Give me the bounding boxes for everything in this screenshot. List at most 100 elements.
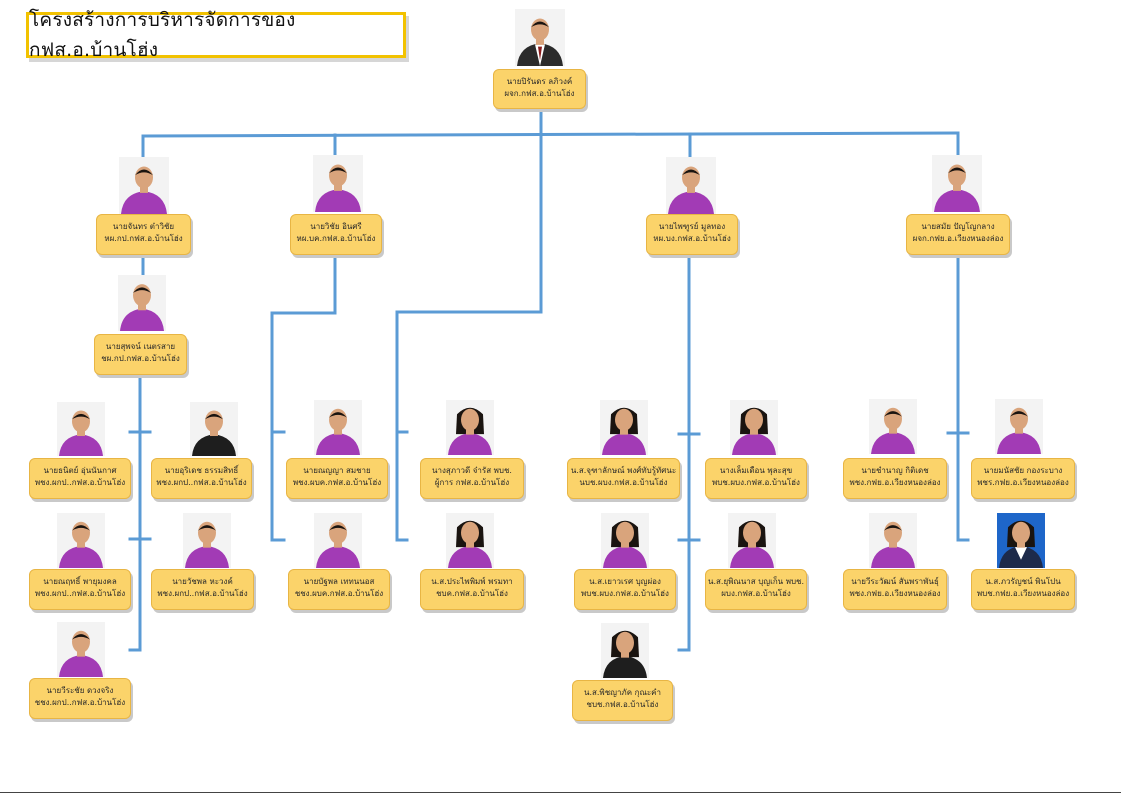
person-position: พชง.กฟย.อ.เวียงหนองล่อง [849,478,941,487]
person-name: นายสมัย ปัญโญกลาง [921,222,995,231]
person-name: น.ส.ภวรัญชน์ พินโปน [985,577,1061,586]
person-photo [869,399,917,454]
person-position: ผจก.กฟส.อ.บ้านโฮ่ง [504,89,575,98]
person-label-box: นายวัชพล หะวงค์พชง.ผกป..กฟส.อ.บ้านโฮ่ง [151,569,254,610]
person-position: ผจก.กฟย.อ.เวียงหนองล่อง [912,234,1004,243]
person-photo [190,402,238,456]
person-photo [118,275,166,331]
person-position: พชง.ผกป..กฟส.อ.บ้านโฮ่ง [157,589,248,598]
connector-bus [141,131,960,138]
person-position: หผ.บค.กฟส.อ.บ้านโฮ่ง [296,234,376,243]
person-name: นางสุภาวดี จ๋ารัส พบช. [432,466,512,475]
person-label-box: น.ส.ยุพิณนาส บุญเก็น พบช. ผบง.กฟส.อ.บ้านโ… [705,569,807,610]
person-label-box: นายวีระชัย ดวงจริงชชง.ผกป..กฟส.อ.บ้านโฮ่… [29,678,131,719]
person-name: นายบัฐพล เททนนอส [303,577,375,586]
person-name: นายชำนาญ กิติเดช [861,466,929,475]
person-photo [600,400,648,455]
person-label-box: นางสุภาวดี จ๋ารัส พบช. ผู้การ กฟส.อ.บ้านโ… [420,458,524,499]
person-name: นายจันทร ต๋าวิชัย [112,222,175,231]
person-name: นายสุพจน์ เนตรสาย [105,342,176,351]
person-photo [446,513,494,568]
person-photo [601,623,649,678]
person-label-box: นายณญญา สมชายพชง.ผบค.กฟส.อ.บ้านโฮ่ง [286,458,388,499]
person-position: พชร.กฟย.อ.เวียงหนองล่อง [977,478,1069,487]
person-position: ผบง.กฟส.อ.บ้านโฮ่ง [721,589,791,598]
chart-title: โครงสร้างการบริหารจัดการของ กฟส.อ.บ้านโฮ… [29,9,296,61]
person-label-box: นายธนิตย์ อุ่นนันกาศพชง.ผกป..กฟส.อ.บ้านโ… [29,458,131,499]
person-name: น.ส.ยุพิณนาส บุญเก็น พบช. [708,577,805,586]
person-position: หผ.กป.กฟส.อ.บ้านโฮ่ง [104,234,183,243]
person-position: ชชง.ผบค.กฟส.อ.บ้านโฮ่ง [294,589,384,598]
person-label-box: นางเล็มเดือน พุละสุขพบช.ผบง.กฟส.อ.บ้านโฮ… [705,458,807,499]
person-position: พบช.กฟย.อ.เวียงหนองล่อง [976,589,1070,598]
person-photo [730,400,778,455]
person-label-box: น.ส.ภวรัญชน์ พินโปนพบช.กฟย.อ.เวียงหนองล่… [971,569,1075,610]
bottom-rule [0,792,1121,793]
person-position: พชง.ผกป..กฟส.อ.บ้านโฮ่ง [34,478,126,487]
person-photo [57,622,105,677]
person-photo [446,400,494,455]
person-photo [995,399,1043,454]
person-label-box: นายชำนาญ กิติเดชพชง.กฟย.อ.เวียงหนองล่อง [843,458,947,499]
person-label-box: นายปิรันดร ลภิวงค์ผจก.กฟส.อ.บ้านโฮ่ง [493,69,586,109]
person-label-box: นายบัฐพล เททนนอสชชง.ผบค.กฟส.อ.บ้านโฮ่ง [288,569,390,610]
person-name: นายไพฑูรย์ มูลทอง [658,222,726,231]
person-position: ชชง.ผกป..กฟส.อ.บ้านโฮ่ง [34,698,126,707]
person-photo [666,157,716,214]
person-position: หผ.บง.กฟส.อ.บ้านโฮ่ง [653,234,731,243]
person-name: นายวัชพล หะวงค์ [172,577,233,586]
person-photo [869,513,917,568]
person-position: ชบช.กฟส.อ.บ้านโฮ่ง [586,700,659,709]
person-photo [314,513,362,568]
person-position: พบช.ผบง.กฟส.อ.บ้านโฮ่ง [712,478,800,487]
person-label-box: น.ส.ประไพพิมพ์ พรมทาชบค.กฟส.อ.บ้านโฮ่ง [420,569,524,610]
connector-p3-group [677,254,691,652]
person-photo [728,513,776,568]
connector-p2-group [270,254,337,542]
person-name: นางเล็มเดือน พุละสุข [719,466,793,475]
person-label-box: นายไพฑูรย์ มูลทองหผ.บง.กฟส.อ.บ้านโฮ่ง [646,214,738,255]
person-label-box: นายมนัสชัย กองระบางพชร.กฟย.อ.เวียงหนองล่… [971,458,1075,499]
person-name: นายอุริเดช ธรรมสิทธิ์ [164,466,239,475]
person-position: ชบค.กฟส.อ.บ้านโฮ่ง [436,589,508,598]
person-photo [314,400,362,455]
person-position: พชง.ผบค.กฟส.อ.บ้านโฮ่ง [292,478,382,487]
person-photo [119,157,169,214]
person-label-box: นายสุพจน์ เนตรสายชผ.กป.กฟส.อ.บ้านโฮ่ง [94,334,187,375]
person-name: นายณญญา สมชาย [303,466,371,475]
person-photo [313,155,363,212]
person-position: พชง.ผกป..กฟส.อ.บ้านโฮ่ง [156,478,247,487]
person-position: พชง.ผกป..กฟส.อ.บ้านโฮ่ง [34,589,126,598]
person-position: พบช.ผบง.กฟส.อ.บ้านโฮ่ง [581,589,669,598]
person-name: นายวีระวัฒน์ สันพราพันธุ์ [851,577,939,586]
person-name: นายวีระชัย ดวงจริง [46,686,114,695]
person-label-box: นายณฤทธิ์ พายุมงคลพชง.ผกป..กฟส.อ.บ้านโฮ่… [29,569,131,610]
person-position: ผู้การ กฟส.อ.บ้านโฮ่ง [434,478,510,487]
person-name: น.ส.ประไพพิมพ์ พรมทา [431,577,513,586]
person-name: น.ส.เยาวเรศ บุญผ่อง [589,577,661,586]
person-photo [601,513,649,568]
person-label-box: น.ส.เยาวเรศ บุญผ่องพบช.ผบง.กฟส.อ.บ้านโฮ่… [574,569,676,610]
person-photo [515,9,565,66]
person-name: นายณฤทธิ์ พายุมงคล [43,577,117,586]
person-photo [997,513,1045,568]
person-label-box: นายวีระวัฒน์ สันพราพันธุ์พชง.กฟย.อ.เวียง… [843,569,947,610]
person-label-box: นายอุริเดช ธรรมสิทธิ์พชง.ผกป..กฟส.อ.บ้าน… [151,458,252,499]
person-name: น.ส.จุฑาลักษณ์ พงศ์ทับรู้ทัศนะ [570,466,677,475]
person-name: นายมนัสชัย กองระบาง [983,466,1063,475]
person-label-box: น.ส.จุฑาลักษณ์ พงศ์ทับรู้ทัศนะนบช.ผบง.กฟ… [567,458,680,499]
person-name: นายธนิตย์ อุ่นนันกาศ [43,466,117,475]
person-photo [183,513,231,568]
connector-root-finance [395,131,543,542]
person-position: ชผ.กป.กฟส.อ.บ้านโฮ่ง [101,354,180,363]
person-name: น.ส.พิชญาภัค กุณะคำ [583,688,662,697]
person-position: พชง.กฟย.อ.เวียงหนองล่อง [849,589,941,598]
person-photo [57,402,105,456]
connector-p4-group [956,254,970,542]
person-label-box: นายสมัย ปัญโญกลางผจก.กฟย.อ.เวียงหนองล่อง [906,214,1010,255]
person-name: นายวิชัย อินศรี [310,222,362,231]
person-name: นายปิรันดร ลภิวงค์ [506,77,573,86]
person-position: นบช.ผบง.กฟส.อ.บ้านโฮ่ง [579,478,668,487]
person-label-box: นายวิชัย อินศรีหผ.บค.กฟส.อ.บ้านโฮ่ง [290,214,382,255]
chart-title-box: โครงสร้างการบริหารจัดการของ กฟส.อ.บ้านโฮ… [26,9,406,61]
